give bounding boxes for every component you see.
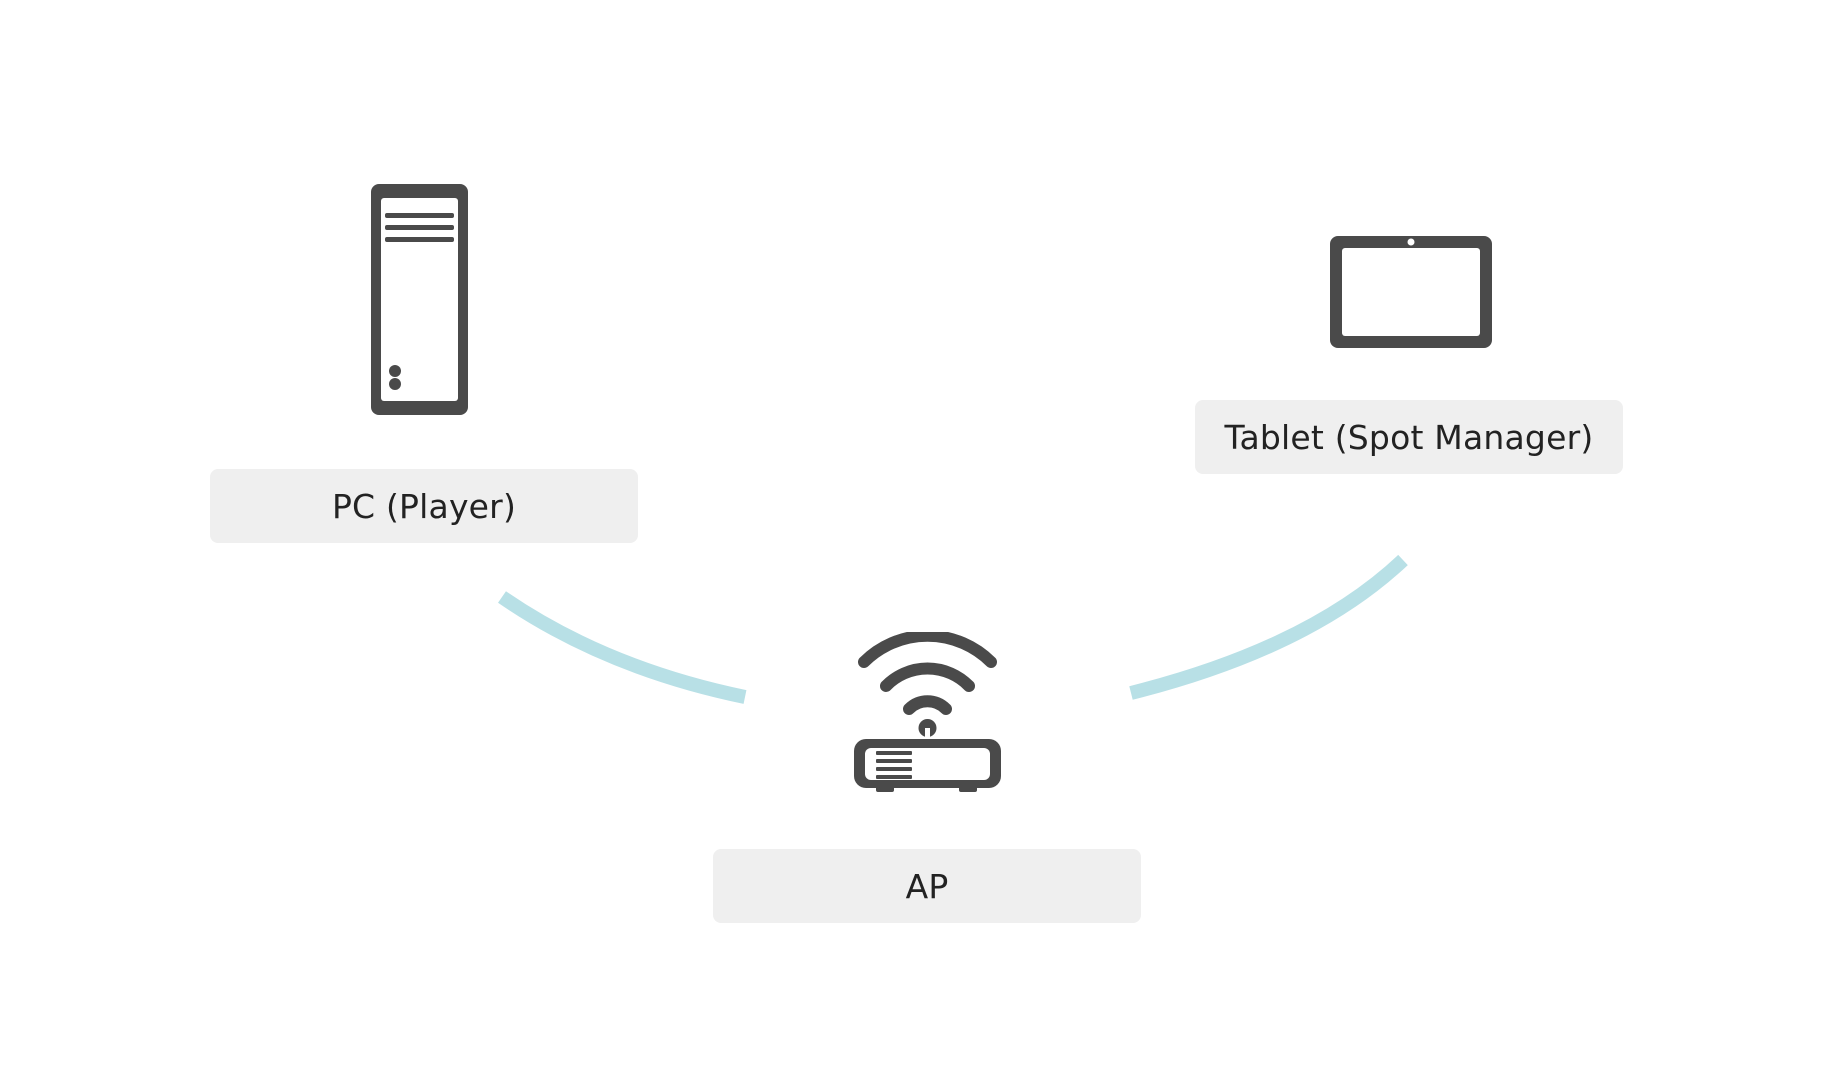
pc-player-label: PC (Player) — [210, 469, 638, 543]
pc-player-label-text: PC (Player) — [331, 486, 517, 526]
wifi-router-icon — [854, 632, 1001, 792]
tablet-icon — [1330, 236, 1492, 348]
tablet-spot-manager-label: Tablet (Spot Manager) — [1195, 400, 1623, 474]
link-tablet-ap — [1129, 554, 1408, 700]
desktop-tower-icon — [371, 184, 468, 415]
tablet-spot-manager-label-text: Tablet (Spot Manager) — [1224, 417, 1594, 457]
ap-label: AP — [713, 849, 1141, 923]
ap-label-text: AP — [905, 866, 949, 906]
link-pc-ap — [498, 591, 747, 704]
